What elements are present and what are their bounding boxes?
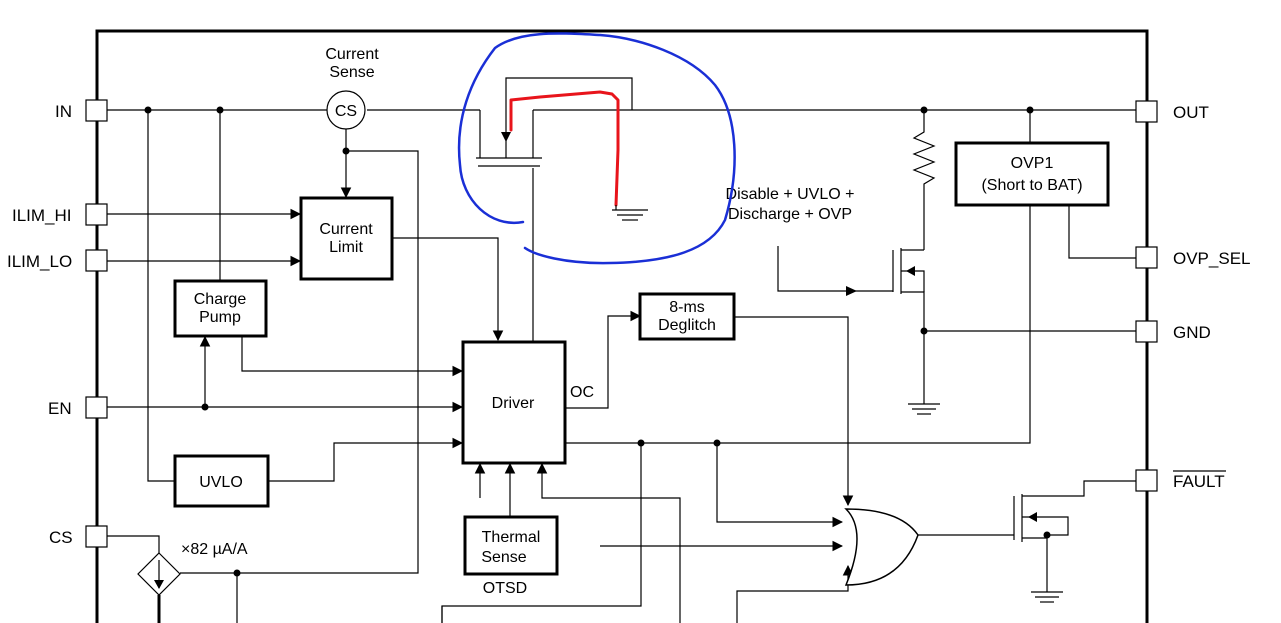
- ground-symbol-fault: [1031, 591, 1063, 603]
- deglitch-block: 8-ms Deglitch: [638, 292, 736, 341]
- svg-text:(Short to BAT): (Short to BAT): [981, 177, 1082, 194]
- pin-ilim-lo: ILIM_LO: [7, 249, 108, 272]
- pin-in: IN: [55, 99, 108, 122]
- svg-text:Charge: Charge: [194, 291, 247, 308]
- svg-text:IN: IN: [55, 102, 72, 121]
- svg-text:OVP_SEL: OVP_SEL: [1173, 249, 1251, 268]
- pin-fault: FAULT: [1135, 469, 1226, 492]
- svg-text:Disable + UVLO +: Disable + UVLO +: [726, 186, 855, 203]
- svg-text:Pump: Pump: [199, 309, 241, 326]
- ground-symbol-right: [908, 403, 940, 415]
- pin-en: EN: [48, 396, 108, 419]
- svg-text:Discharge + OVP: Discharge + OVP: [728, 206, 852, 223]
- disable-label: Disable + UVLO + Discharge + OVP: [726, 186, 855, 223]
- svg-text:Sense: Sense: [329, 64, 374, 81]
- svg-text:OUT: OUT: [1173, 103, 1209, 122]
- or-gate: [844, 508, 919, 586]
- current-limit-block: Current Limit: [299, 196, 394, 281]
- pin-ovp-sel: OVP_SEL: [1135, 246, 1251, 269]
- svg-text:Driver: Driver: [492, 395, 535, 412]
- svg-text:8-ms: 8-ms: [669, 299, 705, 316]
- svg-text:Current: Current: [325, 46, 379, 63]
- svg-text:CS: CS: [335, 103, 357, 120]
- uvlo-block: UVLO: [173, 454, 270, 508]
- charge-pump-block: Charge Pump: [173, 279, 268, 338]
- svg-text:Limit: Limit: [329, 239, 363, 256]
- pin-ilim-hi: ILIM_HI: [12, 203, 108, 226]
- svg-text:GND: GND: [1173, 323, 1211, 342]
- fault-fet: [1013, 480, 1136, 592]
- svg-text:UVLO: UVLO: [199, 474, 243, 491]
- annotation-blue-circle: [457, 32, 736, 265]
- current-mirror-label: ×82 µA/A: [181, 541, 248, 558]
- discharge-fet: [777, 246, 925, 404]
- driver-block: Driver: [461, 340, 567, 465]
- pin-cs: CS: [49, 525, 108, 548]
- ovp1-block: OVP1 (Short to BAT): [954, 141, 1110, 207]
- svg-text:ILIM_LO: ILIM_LO: [7, 252, 72, 271]
- svg-text:Current: Current: [319, 221, 373, 238]
- svg-text:FAULT: FAULT: [1173, 472, 1225, 491]
- pass-fet: [476, 77, 1136, 167]
- thermal-sense-block: Thermal Sense: [463, 515, 559, 576]
- pin-gnd: GND: [1135, 320, 1211, 343]
- svg-text:ILIM_HI: ILIM_HI: [12, 206, 72, 225]
- svg-text:Sense: Sense: [481, 549, 526, 566]
- svg-text:EN: EN: [48, 399, 72, 418]
- oc-label: OC: [570, 384, 594, 401]
- otsd-label: OTSD: [483, 580, 527, 597]
- svg-text:OVP1: OVP1: [1011, 155, 1054, 172]
- svg-text:Thermal: Thermal: [482, 529, 541, 546]
- current-mirror-source: [137, 552, 181, 596]
- pin-out: OUT: [1135, 100, 1209, 123]
- annotation-red-path: [509, 90, 648, 221]
- svg-text:CS: CS: [49, 528, 73, 547]
- svg-text:Deglitch: Deglitch: [658, 317, 716, 334]
- current-sense: Current Sense CS: [325, 46, 379, 130]
